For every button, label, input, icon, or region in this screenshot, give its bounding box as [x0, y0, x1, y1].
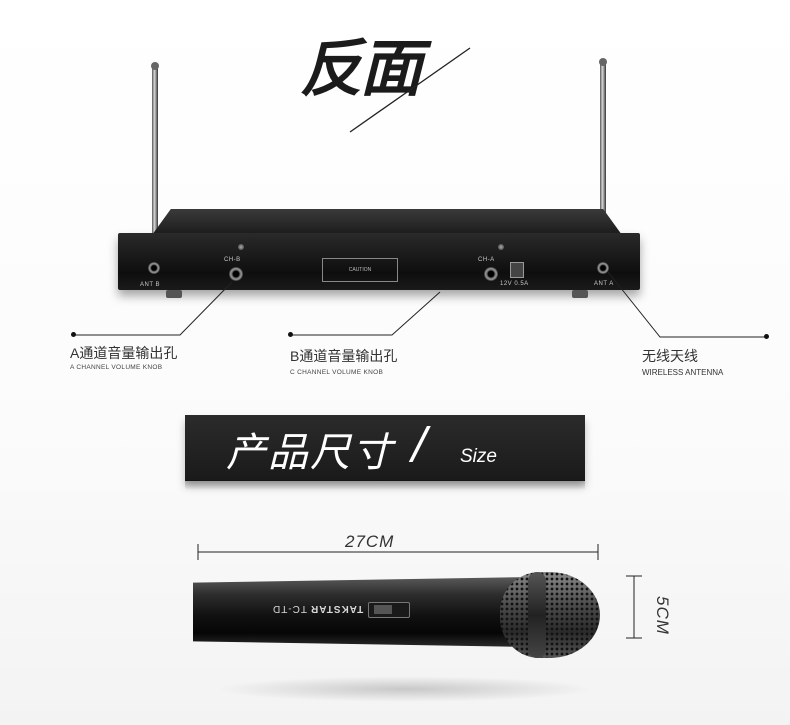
power-socket-icon: [510, 262, 524, 278]
callout-antenna-title: 无线天线: [642, 348, 698, 364]
caution-label: CAUTION: [322, 258, 398, 282]
antenna-b-connector: [148, 262, 160, 274]
microphone-handle: [193, 577, 533, 647]
callout-dot: [764, 334, 769, 339]
screw-icon: [498, 244, 504, 250]
callout-b-title: B通道音量输出孔: [290, 348, 398, 364]
receiver-foot: [572, 290, 588, 298]
callout-a-title: A通道音量输出孔: [70, 345, 178, 361]
antenna-right-tip: [599, 58, 607, 66]
diameter-dimension-line: [626, 575, 642, 639]
microphone-switch-knob: [374, 605, 392, 614]
microphone-ring: [528, 572, 546, 658]
ant-b-label: ANT B: [140, 282, 161, 288]
microphone-shadow: [215, 676, 595, 702]
microphone-model: TC-TD: [272, 603, 307, 614]
channel-b-output-jack: [229, 267, 243, 281]
screw-icon: [238, 244, 244, 250]
size-title-cn: 产品尺寸: [226, 430, 394, 476]
diameter-label: 5CM: [653, 596, 672, 635]
callout-a-subtitle: A CHANNEL VOLUME KNOB: [70, 364, 163, 371]
power-label: 12V 0.5A: [500, 281, 529, 287]
size-banner-shadow: [185, 480, 585, 490]
channel-a-output-jack: [484, 267, 498, 281]
ant-a-label: ANT A: [594, 281, 614, 287]
receiver-rear-panel: [118, 233, 640, 290]
callout-lines: [74, 271, 766, 338]
size-title-slash: /: [412, 418, 427, 469]
receiver-top-panel: [152, 209, 622, 235]
ch-a-label: CH-A: [478, 257, 495, 263]
section-title: 反面: [300, 32, 422, 105]
size-title-en: Size: [460, 446, 497, 467]
title-slash-line: [349, 47, 471, 133]
length-label: 27CM: [345, 532, 395, 551]
antenna-right: [600, 62, 606, 266]
callout-antenna-subtitle: WIRELESS ANTENNA: [642, 368, 724, 377]
microphone-grille: [500, 572, 600, 658]
callout-dot: [288, 332, 293, 337]
size-banner: [185, 415, 585, 481]
receiver-foot: [166, 290, 182, 298]
antenna-left-tip: [151, 62, 159, 70]
callout-b-subtitle: C CHANNEL VOLUME KNOB: [290, 369, 384, 376]
length-dimension-line: [197, 544, 599, 560]
ch-b-label: CH-B: [224, 257, 241, 263]
antenna-left: [152, 66, 158, 266]
microphone-brand: TAKSTAR: [310, 603, 364, 614]
callout-dot: [71, 332, 76, 337]
antenna-a-connector: [597, 262, 609, 274]
